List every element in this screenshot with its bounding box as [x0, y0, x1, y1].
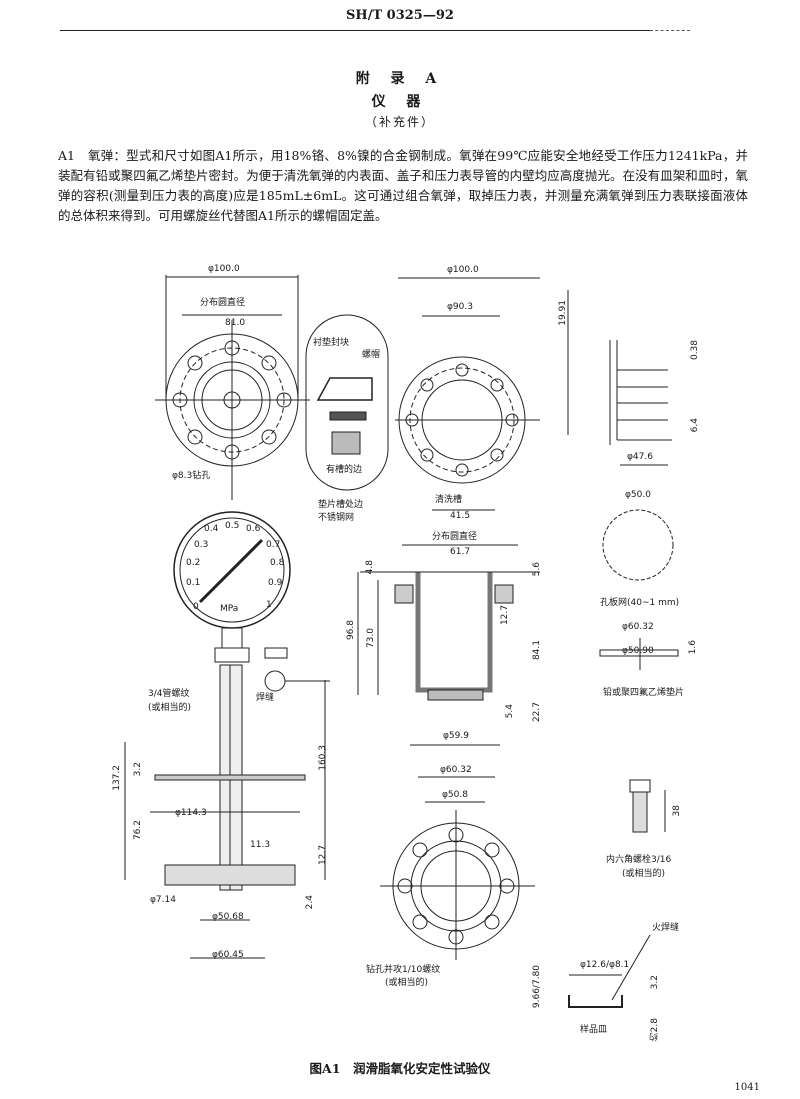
dim-label: 84.1	[532, 640, 542, 661]
appendix-subtitle: 仪 器	[371, 94, 429, 110]
dim-label: 22.7	[532, 702, 542, 723]
gauge-tick: 0.9	[268, 578, 283, 588]
dim-label: φ8.3钻孔	[172, 471, 211, 481]
dim-label: φ60.32	[622, 622, 654, 632]
gauge-tick: 1	[266, 600, 272, 610]
gauge-tick: 0.2	[186, 558, 201, 568]
dim-label: 5.6	[532, 562, 542, 577]
dim-label: 3.2	[133, 762, 143, 777]
dim-label: 1.6	[688, 640, 698, 655]
dim-label: 4.8	[365, 560, 375, 575]
dim-label: 约2.8	[650, 1018, 660, 1042]
part-label: (或相当的)	[622, 869, 666, 879]
dim-label: 11.3	[250, 840, 271, 850]
header-rule	[60, 30, 650, 31]
screen-circle	[602, 509, 674, 581]
part-label: 钻孔并攻1/10螺纹	[366, 965, 441, 975]
sample-dish	[568, 934, 651, 1008]
dim-label: 38	[672, 805, 682, 817]
rack-side-view	[567, 290, 672, 466]
bomb-body-section	[357, 571, 540, 701]
dim-label: 61.7	[450, 547, 471, 557]
dim-label: φ114.3	[175, 808, 207, 818]
dim-label: 41.5	[450, 511, 471, 521]
gauge-unit: MPa	[220, 604, 239, 614]
dim-label: 6.4	[690, 418, 700, 433]
gauge-tick: 0.5	[225, 521, 240, 531]
part-label: (或相当的)	[148, 703, 192, 713]
dim-label: 12.7	[318, 845, 328, 866]
page-number: 1041	[734, 1082, 760, 1093]
dim-label: φ50.68	[212, 912, 244, 922]
dim-label: 5.4	[505, 704, 515, 719]
gauge-tick: 0.3	[194, 540, 209, 550]
dim-label: 2.4	[305, 895, 315, 910]
dim-label: φ100.0	[208, 264, 240, 274]
valve	[264, 647, 330, 692]
bomb-cover-section	[124, 664, 326, 959]
gauge-tick: 0.7	[266, 540, 281, 550]
bomb-flange-view	[395, 277, 540, 546]
dim-label: φ90.3	[447, 302, 473, 312]
part-label: 火焊缝	[652, 923, 680, 933]
appendix-title: 附 录 A	[355, 71, 445, 87]
gauge-tick: 0.6	[246, 524, 261, 534]
cover-top-view	[155, 275, 310, 500]
header-rule-dashed	[650, 30, 690, 32]
dim-label: 分布圆直径	[200, 298, 246, 308]
part-label: (或相当的)	[385, 978, 429, 988]
gasket-side-view	[599, 638, 679, 670]
figure-caption: 图A1 润滑脂氧化安定性试验仪	[309, 1061, 491, 1076]
dim-label: 96.8	[346, 620, 356, 641]
dim-label: 12.7	[500, 605, 510, 626]
part-label: 衬垫封块	[313, 338, 350, 348]
part-label: 螺帽	[362, 350, 381, 360]
dim-label: φ59.9	[443, 731, 469, 741]
dim-label: 160.3	[318, 745, 328, 771]
dim-label: 3.2	[650, 975, 660, 990]
dim-label: 19.91	[558, 300, 568, 326]
dim-label: φ50.90	[622, 646, 654, 656]
part-label: 铅或聚四氟乙烯垫片	[603, 688, 685, 698]
part-label: 有槽的边	[326, 465, 363, 475]
dim-label: 0.38	[690, 340, 700, 361]
dim-label: φ100.0	[447, 265, 479, 275]
part-label: 焊缝	[256, 693, 275, 703]
gauge-tick: 0	[193, 602, 199, 612]
dim-label: 137.2	[112, 765, 122, 791]
standard-code: SH/T 0325—92	[346, 8, 454, 23]
dim-label: φ60.32	[440, 765, 472, 775]
appendix-note: （补充件）	[364, 115, 435, 129]
part-label: 垫片槽处边	[318, 500, 364, 510]
seal-detail	[305, 314, 389, 491]
dim-label: 9.66/7.80	[532, 965, 542, 1009]
dim-label: φ50.8	[442, 790, 468, 800]
gauge-tick: 0.4	[204, 524, 219, 534]
dim-label: φ47.6	[627, 452, 653, 462]
dim-label: φ7.14	[150, 895, 176, 905]
dim-label: 76.2	[133, 820, 143, 841]
gauge-tick: 0.8	[270, 558, 285, 568]
dim-label: φ60.45	[212, 950, 244, 960]
bottom-flange-view	[380, 744, 535, 960]
gauge-tick: 0.1	[186, 578, 201, 588]
part-label: 清洗槽	[435, 495, 463, 505]
body-paragraph: A1 氧弹：型式和尺寸如图A1所示，用18%铬、8%镍的合金钢制成。氧弹在99℃…	[58, 148, 748, 223]
hex-bolt	[629, 779, 666, 833]
part-label: 内六角螺栓3/16	[606, 855, 672, 865]
dim-label: φ50.0	[625, 490, 651, 500]
dim-label: φ12.6/φ8.1	[580, 960, 630, 970]
part-label: 孔板网(40~1 mm)	[600, 598, 680, 608]
part-label: 3/4管螺纹	[148, 689, 190, 699]
dim-label: 分布圆直径	[432, 532, 478, 542]
dim-label: 73.0	[366, 628, 376, 649]
part-label: 样品皿	[580, 1025, 608, 1035]
pressure-gauge	[173, 511, 291, 663]
dim-label: 81.0	[225, 318, 246, 328]
part-label: 不锈钢网	[318, 513, 355, 523]
